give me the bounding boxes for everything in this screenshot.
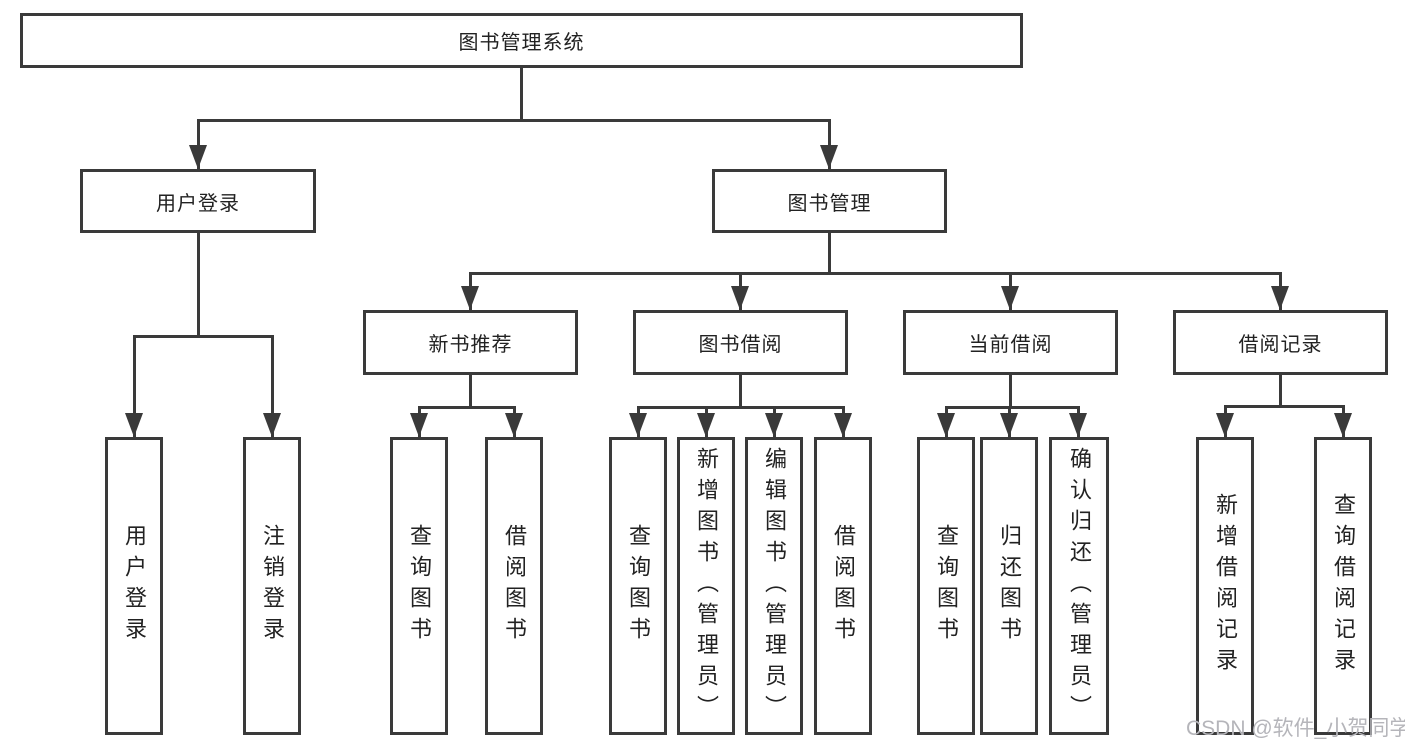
node-book-management: 图书管理 [712,169,947,233]
node-current-borrow: 当前借阅 [903,310,1118,375]
leaf-query-books-current: 查询图书 [917,437,975,735]
leaf-borrow-books: 借阅图书 [814,437,872,735]
arrow-down-icon [937,413,955,437]
leaf-label: 查询图书 [407,524,432,648]
connector-line [133,335,273,338]
node-label: 图书借阅 [698,334,783,356]
leaf-label: 查询借阅记录 [1331,493,1356,679]
arrow-down-icon [629,413,647,437]
arrow-down-icon [461,286,479,310]
leaf-label: 注销登录 [260,524,285,648]
node-label: 图书管理 [787,192,872,215]
leaf-add-books-admin: 新增图书（管理员） [677,437,735,735]
connector-line [828,119,831,169]
leaf-label: 查询图书 [934,524,959,648]
leaf-label: 新增借阅记录 [1213,493,1238,679]
leaf-confirm-return-admin: 确认归还（管理员） [1049,437,1109,735]
leaf-query-books-borrow: 查询图书 [609,437,667,735]
connector-line [1279,375,1282,406]
leaf-add-borrow-record: 新增借阅记录 [1196,437,1254,735]
arrow-down-icon [410,413,428,437]
arrow-down-icon [189,145,207,169]
arrow-down-icon [263,413,281,437]
node-label: 当前借阅 [968,334,1053,356]
leaf-user-login: 用户登录 [105,437,163,735]
node-new-book-recommend: 新书推荐 [363,310,578,375]
arrow-down-icon [697,413,715,437]
arrow-down-icon [1334,413,1352,437]
connector-line [1224,405,1344,408]
leaf-label: 用户登录 [122,524,147,648]
arrow-down-icon [1271,286,1289,310]
arrow-down-icon [1069,413,1087,437]
connector-line [197,233,200,335]
connector-line [133,335,136,437]
connector-line [469,272,1282,275]
leaf-label: 查询图书 [626,524,651,648]
leaf-borrow-books-recommend: 借阅图书 [485,437,543,735]
leaf-label: 归还图书 [997,524,1022,648]
leaf-label: 确认归还（管理员） [1067,446,1092,726]
connector-line [945,406,1079,409]
node-label: 图书管理系统 [458,32,585,54]
leaf-edit-books-admin: 编辑图书（管理员） [745,437,803,735]
leaf-query-books-recommend: 查询图书 [390,437,448,735]
leaf-label: 借阅图书 [502,524,527,648]
node-label: 借阅记录 [1238,334,1323,356]
leaf-return-books: 归还图书 [980,437,1038,735]
connector-line [520,68,523,119]
connector-line [1009,375,1012,407]
arrow-down-icon [125,413,143,437]
connector-line [418,406,516,409]
watermark: CSDN @软件_小贺同学 [1186,717,1405,740]
leaf-label: 新增图书（管理员） [694,446,719,726]
connector-line [637,406,844,409]
arrow-down-icon [765,413,783,437]
node-borrow-records: 借阅记录 [1173,310,1388,375]
connector-line [469,375,472,407]
leaf-label: 借阅图书 [831,524,856,648]
connector-line [739,375,742,407]
leaf-label: 编辑图书（管理员） [762,446,787,726]
leaf-logout: 注销登录 [243,437,301,735]
arrow-down-icon [1000,413,1018,437]
connector-line [197,119,200,169]
node-label: 新书推荐 [428,334,513,356]
arrow-down-icon [1001,286,1019,310]
node-book-borrow: 图书借阅 [633,310,848,375]
connector-line [271,335,274,437]
node-label: 用户登录 [156,192,240,215]
node-system-root: 图书管理系统 [20,13,1023,68]
arrow-down-icon [834,413,852,437]
arrow-down-icon [731,286,749,310]
arrow-down-icon [505,413,523,437]
connector-line [828,233,831,275]
connector-line [197,119,831,122]
arrow-down-icon [820,145,838,169]
node-user-login: 用户登录 [80,169,316,233]
arrow-down-icon [1216,413,1234,437]
leaf-query-borrow-record: 查询借阅记录 [1314,437,1372,735]
